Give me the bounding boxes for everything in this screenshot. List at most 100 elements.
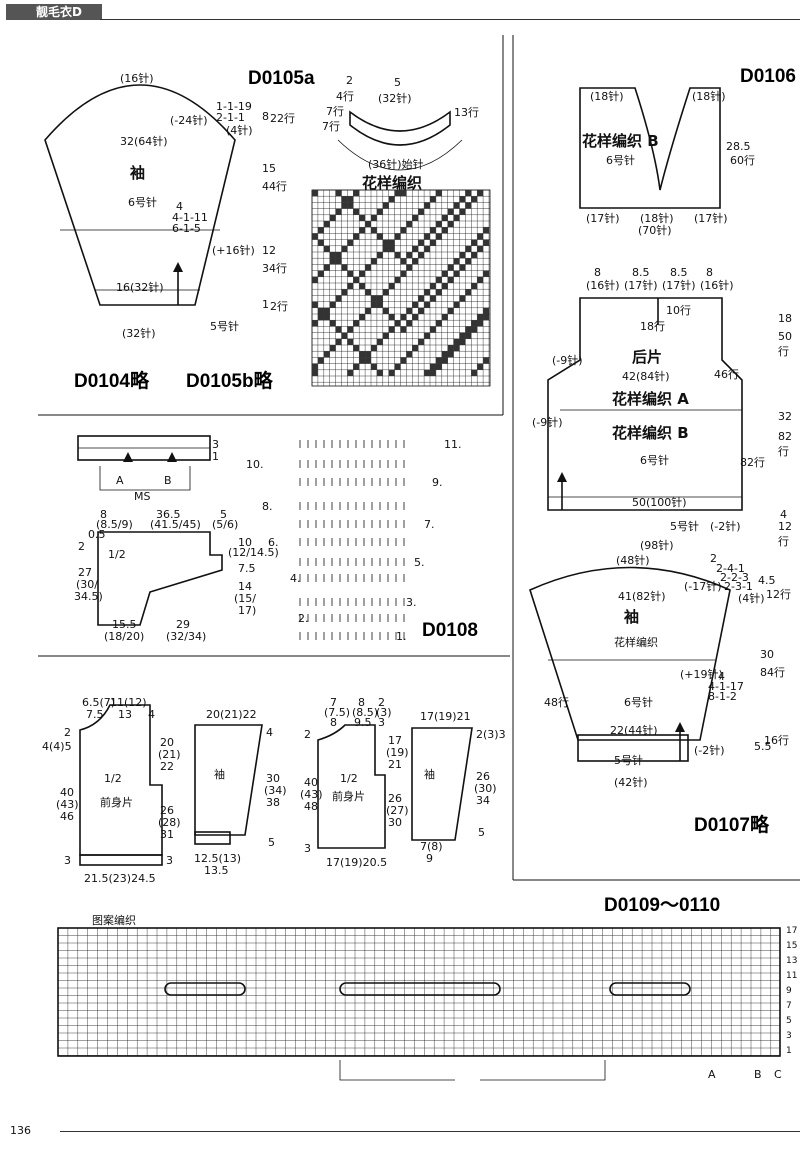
- d0106-back: 后片: [632, 348, 663, 366]
- marker-a: A: [708, 1068, 716, 1081]
- fb-right-0: 17: [388, 734, 402, 747]
- sa-right-3: 38: [266, 796, 280, 809]
- d0106-back-piece: [547, 297, 743, 511]
- d0108-left-3: 27: [78, 566, 92, 579]
- collar-top: 5: [394, 76, 401, 89]
- crochet-row-num: 1.: [396, 630, 407, 643]
- chart-row-number: 7: [786, 1001, 792, 1011]
- d0108-strip-3: 3: [212, 438, 219, 451]
- sa-right-0: 4: [266, 726, 273, 739]
- d0108-bottom-1: (18/20): [104, 630, 145, 643]
- fb-left-1: 40: [304, 776, 318, 789]
- d0106-inner-0: 10行: [666, 304, 691, 317]
- d0105a-bottom-count: (32针): [122, 327, 156, 340]
- crochet-row-num: 10.: [246, 458, 264, 471]
- code-d0105b: D0105b略: [186, 371, 273, 392]
- d0108-right-0: 10: [238, 536, 252, 549]
- fa-left-4: 46: [60, 810, 74, 823]
- fa-right-3: 26: [160, 804, 174, 817]
- d0105a-side-5: 34行: [262, 262, 287, 275]
- chart-row-number: 9: [786, 986, 792, 996]
- page-number: 136: [10, 1124, 31, 1137]
- collar-left-0: 2: [346, 74, 353, 87]
- d0107-dec-2: 2-2-3: [720, 571, 749, 584]
- fa-left-3: (43): [56, 798, 79, 811]
- d0107-inc-1: 4: [718, 670, 725, 683]
- d0108-left-0: 0.5: [88, 528, 106, 541]
- d0108-left-2: 1/2: [108, 548, 126, 561]
- d0107-sleeve-piece: [529, 566, 731, 741]
- sb-right-2: (30): [474, 782, 497, 795]
- front-piece-b: [317, 724, 386, 849]
- sa-bottom-1: 13.5: [204, 864, 229, 877]
- fb-left-3: 48: [304, 800, 318, 813]
- d0106-right-2: 32: [778, 410, 792, 423]
- chart-row-number: 3: [786, 1031, 792, 1041]
- d0106-top-count-2: (17针): [586, 212, 620, 225]
- fa-left-2: 40: [60, 786, 74, 799]
- fb-right-5: 30: [388, 816, 402, 829]
- sa-bottom-0: 12.5(13): [194, 852, 242, 865]
- d0108-right-2: 7.5: [238, 562, 256, 575]
- d0106-top-piece: [579, 87, 721, 209]
- crochet-row-num: 11.: [444, 438, 462, 451]
- d0105a-side-count: (-24针): [170, 114, 208, 127]
- fa-bottom: 21.5(23)24.5: [84, 872, 156, 885]
- d0105a-bottom-width: 16(32针): [116, 281, 164, 294]
- d0105a-side-2: 15: [262, 162, 276, 175]
- fa-left-1: 4(4)5: [42, 740, 72, 753]
- fa-top-4: 4: [148, 708, 155, 721]
- fb-top-3: 8: [358, 696, 365, 709]
- d0105a-side-6: 1: [262, 298, 269, 311]
- d0106-needle: 6号针: [640, 454, 669, 467]
- d0108-ms: MS: [134, 490, 151, 503]
- collar-left-2: 7行: [326, 105, 344, 118]
- fb-top-7: (3): [376, 706, 392, 719]
- crochet-row-num: 9.: [432, 476, 443, 489]
- chart-row-number: 1: [786, 1046, 792, 1056]
- fb-top-2: 8: [330, 716, 337, 729]
- d0108-top-3: (41.5/45): [150, 518, 201, 531]
- chart-row-number: 15: [786, 941, 798, 951]
- d0107-side-count: (-17针): [684, 580, 722, 593]
- fb-right-4: (27): [386, 804, 409, 817]
- d0108-strip-1: 1: [212, 450, 219, 463]
- d0107-bottom-width: 22(44针): [610, 724, 658, 737]
- fa-left-0: 2: [64, 726, 71, 739]
- d0107-right-0: 4.5: [758, 574, 776, 587]
- d0108-a: A: [116, 474, 124, 487]
- fb-name: 前身片: [332, 790, 365, 803]
- code-d0107: D0107略: [694, 815, 769, 836]
- d0105a-width: 32(64针): [120, 135, 168, 148]
- fa-name: 前身片: [100, 796, 133, 809]
- d0105a-side-1: 22行: [270, 112, 295, 125]
- sb-right-1: 26: [476, 770, 490, 783]
- sb-name: 袖: [424, 768, 435, 781]
- d0108-b: B: [164, 474, 172, 487]
- fa-top-3: 13: [118, 708, 132, 721]
- d0108-bottom-2: 29: [176, 618, 190, 631]
- fa-right-1: (21): [158, 748, 181, 761]
- d0107-width: 41(82针): [618, 590, 666, 603]
- d0106-right-0: 18: [778, 312, 792, 325]
- d0106-w1: 8.5: [632, 266, 650, 279]
- d0106-w6: (17针): [662, 279, 696, 292]
- fb-right-1: (19): [386, 746, 409, 759]
- footer-rule: [60, 1131, 800, 1132]
- code-d0109: D0109～0110: [604, 895, 721, 916]
- fa-label: 1/2: [104, 772, 122, 785]
- collar-left-3: 7行: [322, 120, 340, 133]
- chart-row-number: 17: [786, 926, 798, 936]
- d0108-right-1: (12/14.5): [228, 546, 279, 559]
- crochet-row-num: 6.: [268, 536, 279, 549]
- d0106-top-side-0: 28.5: [726, 140, 751, 153]
- fa-right-6: 3: [166, 854, 173, 867]
- fb-right-2: 21: [388, 758, 402, 771]
- d0106-left-0: (-9针): [552, 354, 583, 367]
- d0108-right-3: 14: [238, 580, 252, 593]
- d0106-w3: 8: [706, 266, 713, 279]
- d0107-dec-1: 2-4-1: [716, 562, 745, 575]
- fb-right-3: 26: [388, 792, 402, 805]
- fa-top-0: 6.5(7): [82, 696, 116, 709]
- pattern-chart-d0109: [57, 927, 781, 1081]
